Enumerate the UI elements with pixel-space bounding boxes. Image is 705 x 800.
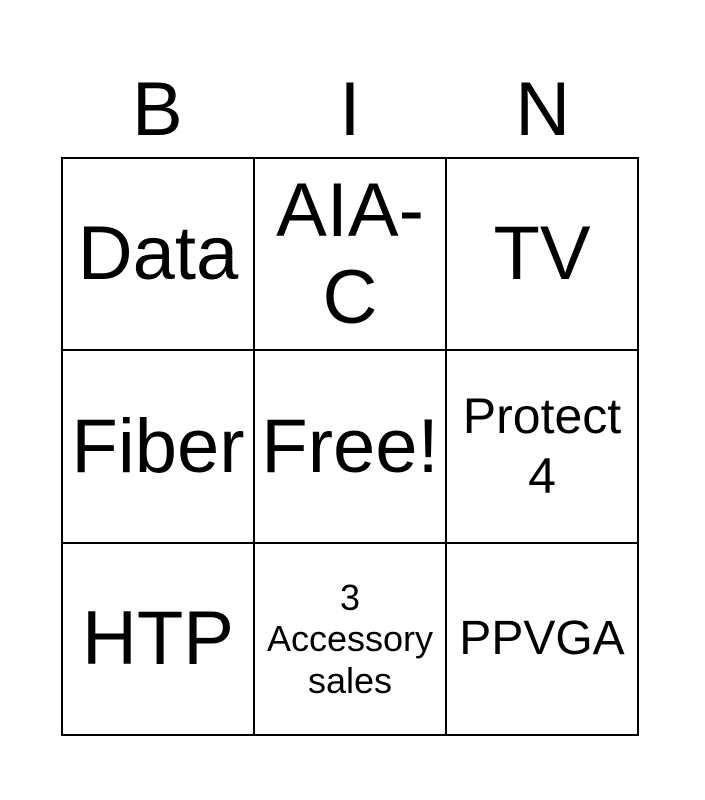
bingo-cell-r1c1[interactable]: Data	[62, 158, 254, 351]
column-letter-b: B	[131, 66, 183, 152]
bingo-board: Data AIA-C TV Fiber Free! Protect 4 HTP …	[61, 157, 639, 736]
bingo-cell-r1c3[interactable]: TV	[446, 158, 638, 351]
bingo-cell-r2c1[interactable]: Fiber	[62, 350, 254, 543]
column-letter-n: N	[515, 66, 571, 152]
bingo-cell-r1c2[interactable]: AIA-C	[254, 158, 446, 351]
bingo-cell-free-space[interactable]: Free!	[254, 350, 446, 543]
bingo-cell-r2c3[interactable]: Protect 4	[446, 350, 638, 543]
bingo-cell-r3c1[interactable]: HTP	[62, 542, 254, 735]
column-letter-i: I	[339, 66, 361, 152]
bingo-header: B I N	[61, 62, 639, 157]
bingo-cell-r3c2[interactable]: 3 Accessory sales	[254, 542, 446, 735]
bingo-cell-r3c3[interactable]: PPVGA	[446, 542, 638, 735]
